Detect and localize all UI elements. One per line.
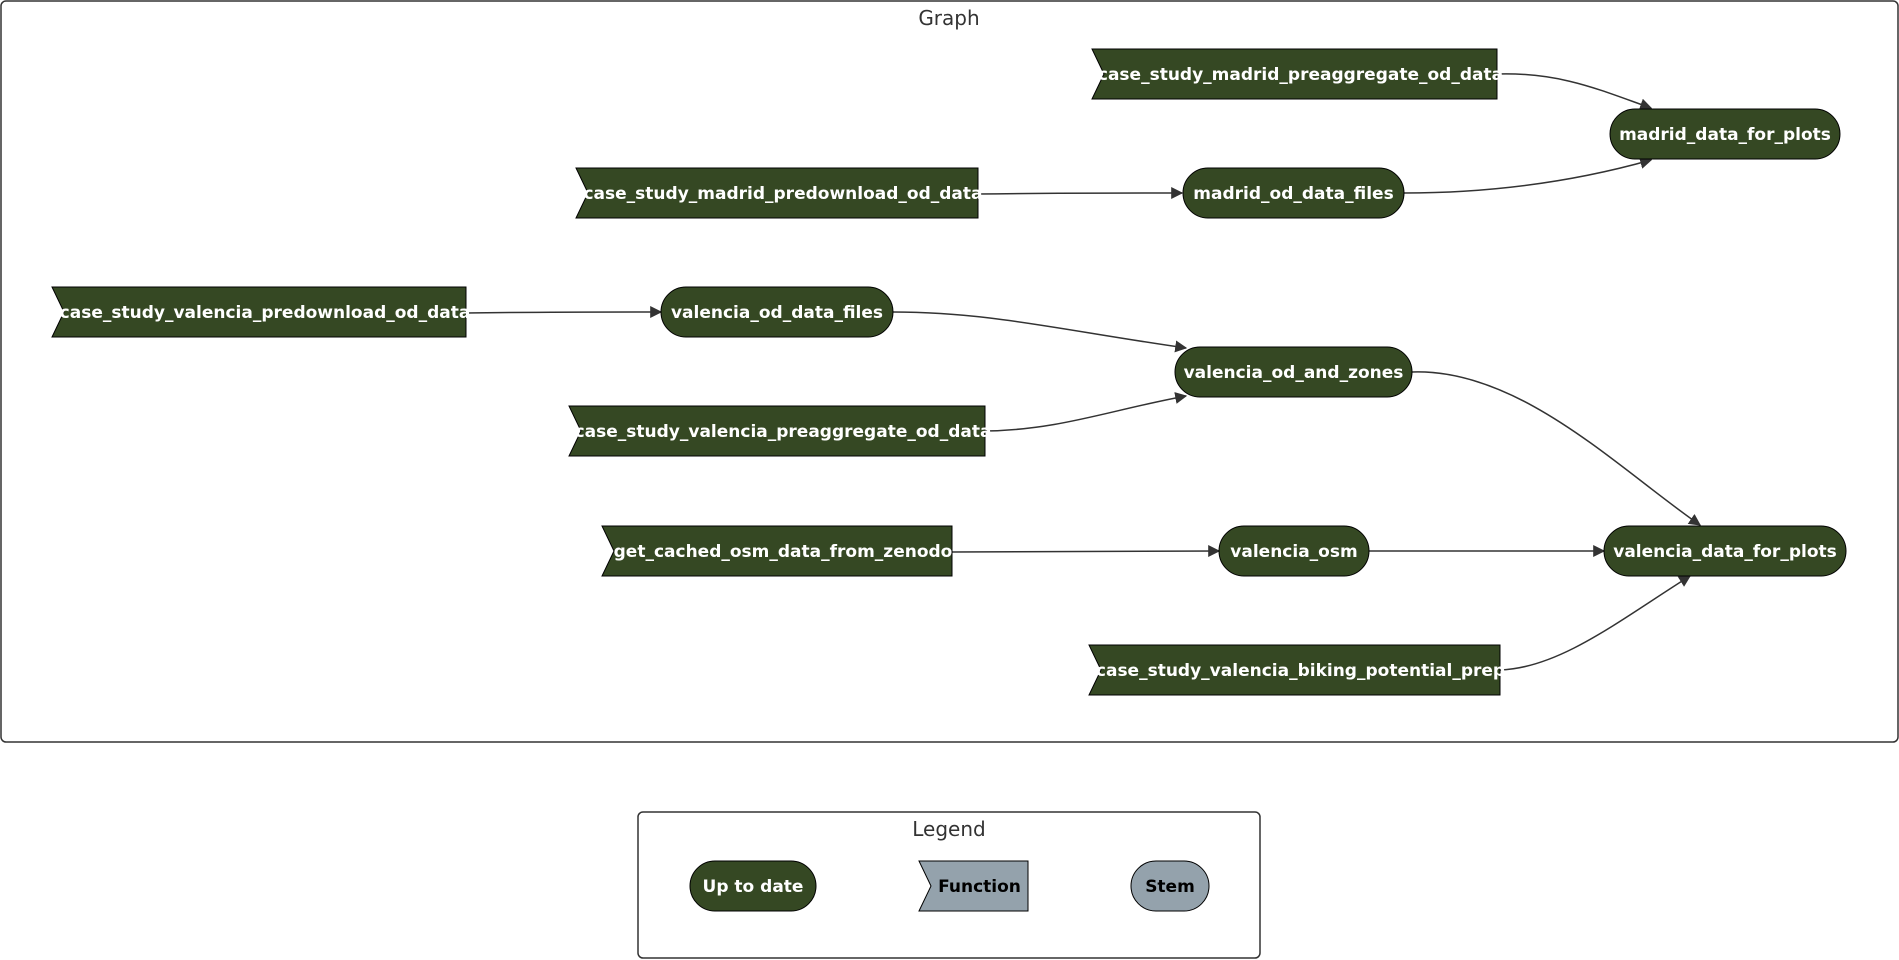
node-label: valencia_od_data_files [671, 303, 883, 323]
edge-case_study_madrid_preaggregate_od_data-to-madrid_data_for_plots [1496, 73, 1653, 111]
nodes-layer: case_study_madrid_preaggregate_od_datama… [51, 48, 1847, 696]
function-shape [1088, 644, 1501, 696]
graph-frame [0, 0, 1899, 743]
legend-item-function: Function [918, 860, 1029, 912]
function-shape [1091, 48, 1498, 100]
node-valencia_od_data_files[interactable]: valencia_od_data_files [660, 286, 894, 338]
legend-swatch [1130, 860, 1210, 912]
function-shape [601, 525, 953, 577]
node-label: madrid_od_data_files [1193, 184, 1393, 204]
legend-item-up-to-date: Up to date [689, 860, 817, 912]
function-shape [51, 286, 467, 338]
edge-case_study_valencia_preaggregate_od_data-to-valencia_od_and_zones [984, 392, 1188, 432]
node-label: case_study_valencia_preaggregate_od_data [575, 422, 992, 442]
node-madrid_od_data_files[interactable]: madrid_od_data_files [1182, 167, 1405, 219]
stem-shape [1603, 525, 1847, 577]
node-valencia_od_and_zones[interactable]: valencia_od_and_zones [1174, 346, 1413, 398]
node-case_study_valencia_biking_potential_prep[interactable]: case_study_valencia_biking_potential_pre… [1088, 644, 1505, 696]
legend-swatch [918, 860, 1029, 912]
graph-title: Graph [918, 6, 979, 30]
node-case_study_valencia_predownload_od_data[interactable]: case_study_valencia_predownload_od_data [51, 286, 471, 338]
edge-case_study_valencia_predownload_od_data-to-valencia_od_data_files [465, 306, 663, 319]
edge-valencia_od_and_zones-to-valencia_data_for_plots [1411, 371, 1701, 526]
stem-shape [1218, 525, 1370, 577]
stem-shape [1609, 108, 1841, 160]
legend-label: Stem [1145, 877, 1195, 897]
edge-case_study_valencia_biking_potential_prep-to-valencia_data_for_plots [1499, 575, 1692, 671]
legend-title: Legend [912, 817, 985, 841]
node-label: valencia_osm [1230, 542, 1357, 562]
node-label: get_cached_osm_data_from_zenodo [614, 542, 953, 562]
edge-get_cached_osm_data_from_zenodo-to-valencia_osm [951, 545, 1221, 558]
node-label: case_study_madrid_preaggregate_od_data [1098, 65, 1503, 85]
edge-case_study_madrid_predownload_od_data-to-madrid_od_data_files [977, 187, 1184, 200]
legend-label: Up to date [703, 877, 804, 897]
node-label: valencia_od_and_zones [1184, 363, 1404, 383]
edge-madrid_od_data_files-to-madrid_data_for_plots [1403, 157, 1653, 194]
legend-swatch [689, 860, 817, 912]
function-shape [568, 405, 986, 457]
node-label: case_study_valencia_predownload_od_data [60, 303, 471, 323]
stem-shape [660, 286, 894, 338]
node-label: madrid_data_for_plots [1619, 125, 1831, 145]
stem-shape [1174, 346, 1413, 398]
legend-items: Up to date Function Stem [689, 860, 1210, 912]
node-case_study_valencia_preaggregate_od_data[interactable]: case_study_valencia_preaggregate_od_data [568, 405, 992, 457]
legend-label: Function [938, 877, 1021, 897]
node-valencia_data_for_plots[interactable]: valencia_data_for_plots [1603, 525, 1847, 577]
function-shape [575, 167, 979, 219]
node-label: valencia_data_for_plots [1613, 542, 1837, 562]
node-case_study_madrid_predownload_od_data[interactable]: case_study_madrid_predownload_od_data [575, 167, 983, 219]
edges-layer [465, 73, 1701, 671]
node-madrid_data_for_plots[interactable]: madrid_data_for_plots [1609, 108, 1841, 160]
legend-item-stem: Stem [1130, 860, 1210, 912]
edge-valencia_od_data_files-to-valencia_od_and_zones [892, 311, 1188, 353]
node-label: case_study_valencia_biking_potential_pre… [1096, 661, 1505, 681]
node-label: case_study_madrid_predownload_od_data [583, 184, 982, 204]
node-get_cached_osm_data_from_zenodo[interactable]: get_cached_osm_data_from_zenodo [601, 525, 953, 577]
node-case_study_madrid_preaggregate_od_data[interactable]: case_study_madrid_preaggregate_od_data [1091, 48, 1503, 100]
node-valencia_osm[interactable]: valencia_osm [1218, 525, 1370, 577]
stem-shape [1182, 167, 1405, 219]
